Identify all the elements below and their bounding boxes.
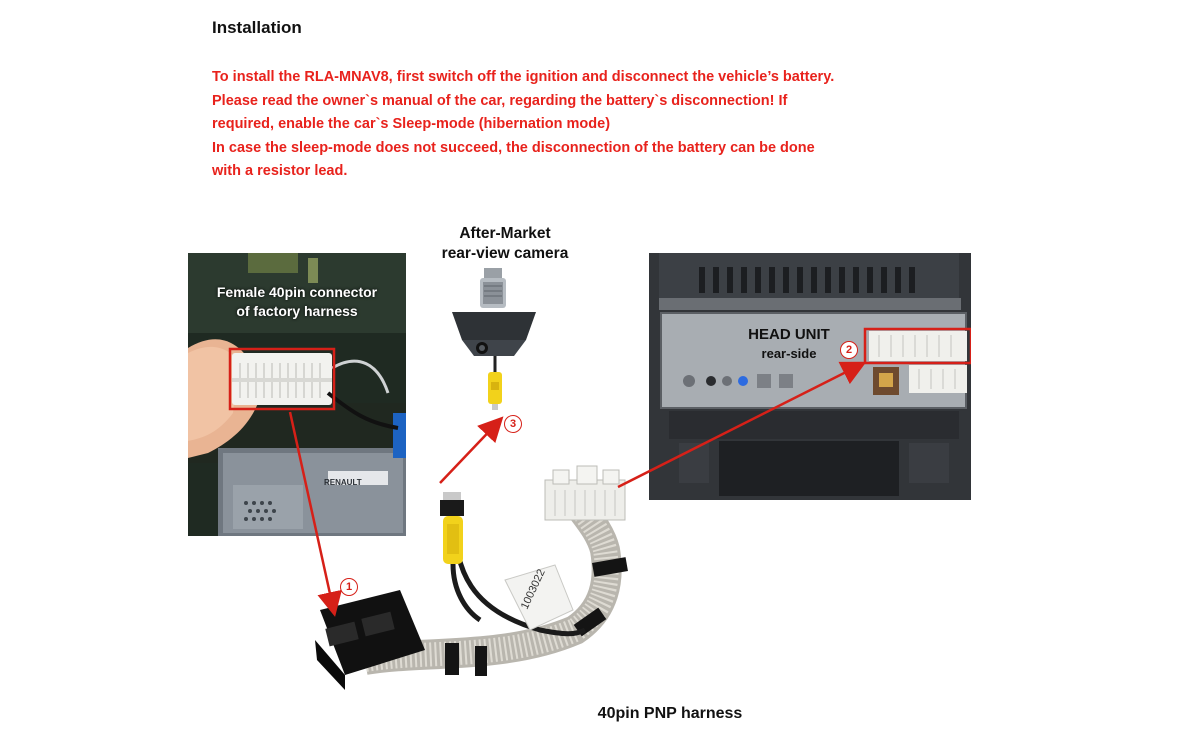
arrow-2 <box>617 361 867 489</box>
warning-line: with a resistor lead. <box>212 163 348 179</box>
camera-title-line: After-Market <box>459 225 551 242</box>
arrow-1 <box>288 411 342 617</box>
head-unit-title: HEAD UNIT <box>748 326 830 343</box>
factory-connector-caption: Female 40pin connector of factory harnes… <box>188 283 406 321</box>
caption-line: Female 40pin connector <box>216 284 378 300</box>
warning-line: Please read the owner`s manual of the ca… <box>212 92 788 109</box>
warning-line: In case the sleep-mode does not succeed,… <box>212 139 815 156</box>
step-badge-3: 3 <box>504 415 522 433</box>
rear-view-camera <box>452 268 536 410</box>
warning-line: To install the RLA-MNAV8, first switch o… <box>212 69 835 85</box>
factory-connector-photo: RENAULT Female 40pin connector of factor… <box>188 253 406 536</box>
camera-title-line: rear-view camera <box>441 245 569 262</box>
installation-warning: To install the RLA-MNAV8, first switch o… <box>212 66 972 184</box>
arrow-3 <box>439 416 504 484</box>
step-badge-1: 1 <box>340 578 358 596</box>
pnp-harness: 1003022 <box>315 465 628 690</box>
camera-title: After-Market rear-view camera <box>405 224 605 264</box>
harness-label: 40pin PNP harness <box>597 705 743 722</box>
head-unit-photo: HEAD UNIT rear-side <box>649 253 971 500</box>
page-title: Installation <box>212 18 302 37</box>
step-badge-2: 2 <box>840 341 858 359</box>
caption-line: of factory harness <box>236 303 358 319</box>
renault-logo: RENAULT <box>324 478 362 487</box>
head-unit-subtitle: rear-side <box>761 346 817 361</box>
warning-line: required, enable the car`s Sleep-mode (h… <box>212 116 611 132</box>
